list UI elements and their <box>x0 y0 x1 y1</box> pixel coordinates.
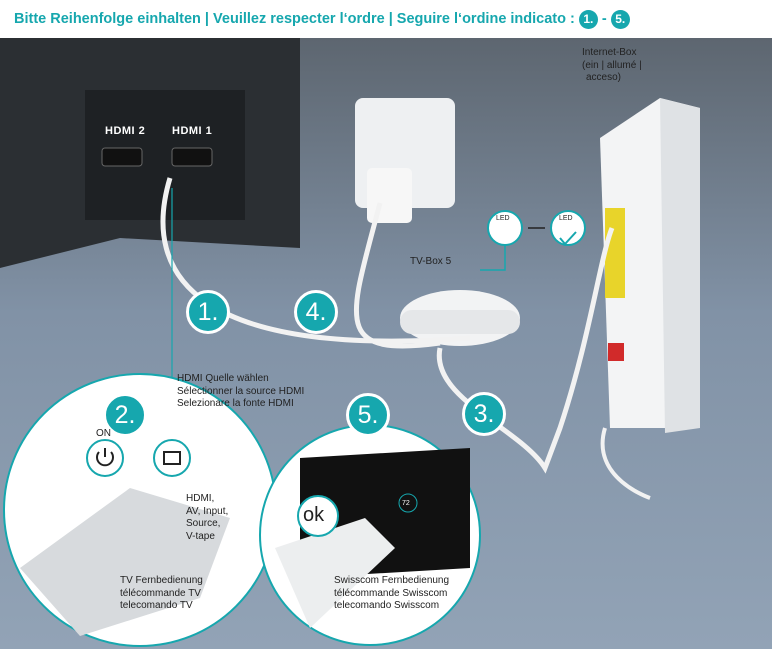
header-dash: - <box>601 11 607 27</box>
led-label-1: LED <box>496 215 510 222</box>
step-badge-5: 5. <box>610 9 630 29</box>
ok-label: ok <box>303 504 325 526</box>
internet-box-label: Internet-Box(ein | allumé |acceso) <box>582 47 642 83</box>
led-label-2: LED <box>559 215 573 222</box>
led-on-icon <box>550 210 586 246</box>
power-icon <box>86 439 124 477</box>
swisscom-remote <box>275 518 395 628</box>
illustration-graphic <box>0 38 772 649</box>
instruction-header: Bitte Reihenfolge einhalten | Veuillez r… <box>0 0 772 38</box>
timer-value: 72 <box>402 500 410 507</box>
step-2: 2. <box>103 393 147 437</box>
tv-remote <box>20 488 230 636</box>
step-5: 5. <box>346 393 390 437</box>
step-3: 3. <box>462 392 506 436</box>
step-1: 1. <box>186 290 230 334</box>
input-source-icon <box>153 439 191 477</box>
tv-box-label: TV-Box 5 <box>410 256 452 267</box>
step-4: 4. <box>294 290 338 334</box>
hdmi1-label: HDMI 1 <box>172 125 213 137</box>
hdmi2-label: HDMI 2 <box>105 125 146 137</box>
step-badge-1: 1. <box>578 9 598 29</box>
power-adapter <box>367 168 412 223</box>
source-keys-text: HDMI, AV, Input, Source, V-tape <box>186 493 229 542</box>
ok-button-callout <box>297 495 339 537</box>
header-text: Bitte Reihenfolge einhalten | Veuillez r… <box>14 11 575 27</box>
on-label: ON <box>96 428 111 439</box>
setup-illustration: HDMI 2 HDMI 1 Internet-Box(ein | allumé … <box>0 38 772 649</box>
led-off-icon <box>487 210 523 246</box>
